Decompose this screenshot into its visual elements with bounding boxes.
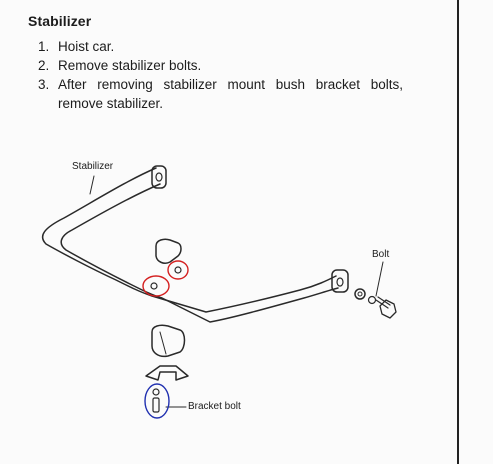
step-number: 1. [38, 39, 50, 54]
lower-bush-block [151, 324, 186, 358]
bolt-label: Bolt [372, 249, 390, 260]
bracket-bolt-washer [152, 388, 160, 396]
washer-outer [354, 288, 366, 300]
red-annotation-circle-1 [142, 275, 170, 297]
bracket-bolt-shank [152, 397, 160, 413]
left-end-hole [155, 172, 163, 182]
red-annotation-circle-2 [167, 260, 189, 280]
stabilizer-label: Stabilizer [72, 161, 114, 172]
section-heading: Stabilizer [28, 13, 92, 29]
instruction-step-1: 1. Hoist car. [38, 37, 403, 56]
left-end-eye [151, 165, 167, 189]
stabilizer-bar-outline-top [41, 167, 337, 313]
stabilizer-leader-line [89, 175, 95, 195]
stabilizer-bar-outline-bottom [60, 183, 339, 323]
lower-bush-groove [159, 331, 167, 355]
step-number: 2. [38, 58, 50, 73]
blue-annotation-circle [144, 383, 170, 419]
page-border-line [457, 0, 459, 464]
lock-washer [367, 295, 377, 305]
right-end-eye [331, 269, 349, 293]
instruction-list: 1. Hoist car. 2. Remove stabilizer bolts… [38, 37, 403, 113]
step-text: Remove stabilizer bolts. [58, 58, 202, 73]
bush-bolt-hole-1 [150, 282, 158, 290]
bolt-head [379, 299, 397, 319]
step-number: 3. [38, 77, 50, 92]
washer-inner [357, 291, 363, 297]
mount-bracket [145, 365, 189, 381]
right-end-hole [336, 277, 344, 287]
bracket-bolt-label: Bracket bolt [188, 401, 241, 412]
upper-mount-bush [155, 238, 182, 264]
bolt-leader-line [375, 261, 384, 297]
step-text: After removing stabilizer mount bush bra… [58, 77, 403, 111]
instruction-step-3: 3. After removing stabilizer mount bush … [38, 75, 403, 113]
step-text: Hoist car. [58, 39, 115, 54]
instruction-step-2: 2. Remove stabilizer bolts. [38, 56, 403, 75]
bush-bolt-hole-2 [174, 266, 182, 274]
